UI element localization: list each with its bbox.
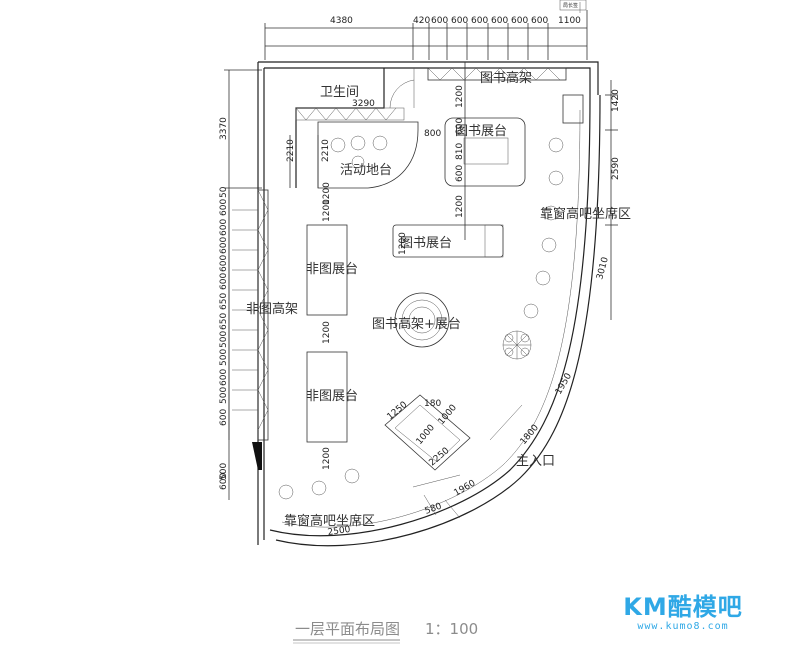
right-dim: 3010 — [595, 256, 611, 281]
dim-800: 800 — [424, 129, 441, 139]
drawing-title: 一层平面布局图 1：100 — [293, 620, 478, 644]
top-dim: 600 — [491, 16, 508, 26]
vert-dim: 600 — [455, 165, 465, 182]
brand-logo: KM酷模吧 — [623, 593, 743, 621]
right-dim: 1420 — [611, 89, 621, 112]
top-tag: 局长签 — [563, 2, 578, 9]
dim-3290: 3290 — [352, 99, 375, 109]
top-dim: 600 — [431, 16, 448, 26]
top-dim: 1100 — [558, 16, 581, 26]
top-dimension-lines — [264, 0, 588, 60]
book-display-1 — [444, 117, 526, 187]
entrance-vestibule — [384, 394, 523, 519]
label-non-book-display-1: 非图展台 — [306, 262, 358, 277]
label-movable-stage: 活动地台 — [340, 163, 392, 178]
vert-dim: 1200 — [322, 199, 332, 222]
side-dim: 600 — [219, 409, 229, 426]
dim-1250: 1250 — [386, 400, 410, 423]
brand-url: www.kumo8.com — [637, 621, 729, 632]
plant-icon — [502, 330, 532, 360]
dim-1000-b: 1000 — [415, 423, 438, 447]
left-dim-3370: 3370 — [219, 117, 229, 140]
side-dim: 600 — [219, 219, 229, 236]
book-display-2 — [392, 224, 504, 258]
vert-dim: 1200 — [322, 321, 332, 344]
label-toilet: 卫生间 — [320, 85, 359, 100]
top-book-shelf — [427, 67, 584, 124]
label-book-display-2: 图书展台 — [400, 236, 452, 251]
side-dim: 600 — [219, 369, 229, 386]
non-book-display-2 — [306, 351, 348, 443]
side-dim: 600 — [219, 273, 229, 290]
bar-stools-right — [523, 137, 564, 319]
side-dim: 500 — [219, 349, 229, 366]
side-dim: 500 — [219, 387, 229, 404]
vert-dim: 1200 — [455, 195, 465, 218]
label-window-bar-bottom: 靠窗高吧坐席区 — [284, 513, 375, 529]
label-main-entrance: 主入口 — [516, 454, 555, 469]
vert-dim: 810 — [455, 143, 465, 160]
bottom-dim-2500: 2500 — [327, 525, 351, 538]
drawing-scale: 1：100 — [425, 620, 478, 638]
center-round-shelf — [394, 292, 450, 348]
vert-dim: 1200 — [322, 447, 332, 470]
side-dim: 500 — [219, 331, 229, 348]
vert-dim: 1200 — [398, 232, 408, 255]
dim-180: 180 — [424, 399, 441, 409]
top-dim: 600 — [531, 16, 548, 26]
side-dim: 600 — [219, 255, 229, 272]
drawing-title-text: 一层平面布局图 — [295, 620, 400, 638]
top-dim: 600 — [451, 16, 468, 26]
watermark-logo: KM酷模吧 www.kumo8.com — [623, 593, 743, 633]
top-dim: 600 — [471, 16, 488, 26]
vert-dim: 1200 — [455, 85, 465, 108]
left-dimension-lines — [224, 69, 319, 500]
toilet-room — [295, 68, 415, 188]
label-window-bar-right: 靠窗高吧坐席区 — [540, 206, 631, 222]
label-non-book-shelf: 非图高架 — [246, 301, 298, 317]
bar-stools-bottom — [278, 468, 360, 500]
dim-2250: 2250 — [428, 446, 452, 469]
right-dim: 1950 — [554, 371, 574, 396]
top-dim-total: 4380 — [330, 16, 353, 26]
side-dim: 600 — [219, 237, 229, 254]
top-dim: 600 — [511, 16, 528, 26]
left-dim-2210-b: 2210 — [321, 139, 331, 162]
side-dim: 650 — [219, 313, 229, 330]
right-dim: 2590 — [611, 157, 621, 180]
side-dim: 600 — [219, 473, 229, 490]
top-dim: 420 — [413, 16, 430, 26]
label-non-book-display-2: 非图展台 — [306, 389, 358, 404]
vert-dim: 600 — [455, 118, 465, 135]
side-dim: 650 — [219, 293, 229, 310]
side-dim: 600 — [219, 199, 229, 216]
label-book-shelf-top: 图书高架 — [480, 70, 532, 86]
non-book-shelf — [232, 189, 269, 470]
left-dim-2210: 2210 — [286, 139, 296, 162]
side-dim: 50 — [219, 186, 229, 198]
label-book-shelf-center: 图书高架+展台 — [372, 316, 461, 332]
vert-dim: 1200 — [322, 182, 332, 205]
side-dim: 500 — [219, 463, 229, 480]
label-book-display-1: 图书展台 — [455, 124, 507, 139]
non-book-display-1 — [306, 224, 348, 316]
movable-stage — [317, 121, 419, 189]
